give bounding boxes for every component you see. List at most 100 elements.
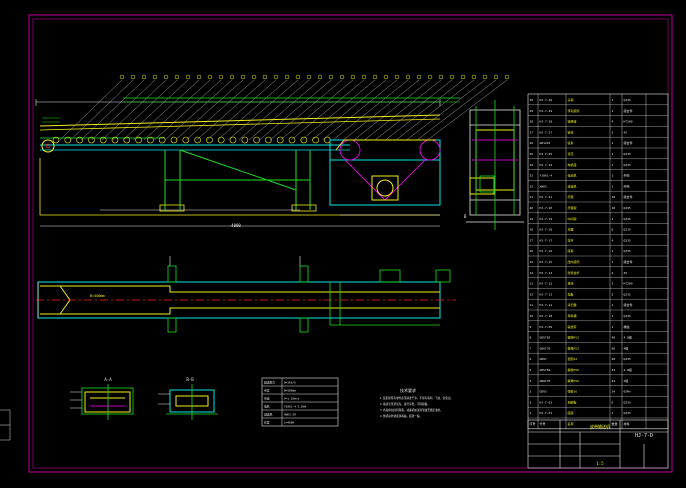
bom-cell: Q235	[624, 314, 631, 318]
spec-value: Y100L-4 2.2kW	[284, 405, 306, 409]
section-b-view: B-B	[158, 377, 218, 420]
bom-cell: HJ-7-10	[540, 314, 553, 318]
bom-cell: 组合件	[624, 140, 633, 145]
bom-header-cell: 序号	[530, 421, 536, 426]
bom-cell: 1	[530, 411, 532, 415]
spec-key: 减速机	[264, 413, 273, 417]
bom-cell: 24	[612, 368, 616, 372]
bom-cell: 1	[612, 109, 614, 113]
bom-cell: 6	[530, 357, 532, 361]
bom-cell: HJ-7-21	[540, 195, 553, 199]
bom-cell: 轴承座	[568, 119, 577, 124]
bom-cell: HJ-7-01	[540, 411, 553, 415]
bom-cell: HJ-7-25	[540, 152, 553, 156]
bom-cell: GB6170	[540, 379, 551, 383]
bom-cell: 18	[612, 206, 616, 210]
bom-cell: 1	[612, 325, 614, 329]
bom-cell: HJ-7-29	[540, 109, 553, 113]
tech-req-line: 2.输送带张紧适当，运行平稳，不得跑偏。	[380, 402, 430, 406]
bom-cell: 23	[530, 174, 534, 178]
bom-cell: 4级	[624, 345, 629, 350]
bom-cell: 1	[612, 163, 614, 167]
bom-cell: 电动机	[568, 173, 577, 178]
bom-cell: 24	[612, 379, 616, 383]
bom-cell: 导料槽	[568, 313, 577, 318]
bom-cell: 清扫器	[568, 302, 577, 307]
bom-cell: 17	[530, 238, 534, 242]
bom-cell: 28	[530, 120, 534, 124]
bom-cell: 6	[612, 400, 614, 404]
bom-cell: 中间架	[568, 216, 577, 221]
bom-cell: HJ-7-24	[540, 163, 553, 167]
bom-cell: 1	[612, 314, 614, 318]
bom-cell: 12	[530, 292, 534, 296]
bom-cell: Q235	[624, 249, 631, 253]
bom-cell: 24	[530, 163, 534, 167]
bom-cell: 4级	[624, 378, 629, 383]
bom-cell: 尾架	[568, 248, 574, 253]
spec-value: XWD3-29	[284, 413, 296, 417]
bom-cell: XWD3	[540, 184, 547, 188]
bom-cell: Q235	[624, 206, 631, 210]
bom-cell: 13	[530, 282, 534, 286]
section-b-label: B-B	[186, 377, 194, 382]
bom-cell: 45	[624, 271, 628, 275]
bom-cell: HJ-7-30	[540, 98, 553, 102]
bom-cell: HJ-7-20	[540, 206, 553, 210]
tech-req-line: 4.整机涂防锈底漆两遍，面漆一遍。	[380, 414, 422, 418]
spec-value: Q=20t/h	[284, 381, 296, 385]
tech-req-title: 技术要求	[400, 387, 416, 393]
bom-header-cell: 材料	[624, 421, 630, 426]
bom-cell: 7	[530, 346, 532, 350]
bom-cell: 45	[624, 130, 628, 134]
bom-cell: Q235	[624, 292, 631, 296]
bom-cell: 拉杆	[568, 237, 574, 242]
bom-cell: 6	[612, 228, 614, 232]
bom-cell: HJ-7-19	[540, 217, 553, 221]
bom-cell: 组合件	[624, 194, 633, 199]
end-view-label: B	[464, 214, 467, 219]
bom-cell: 21	[530, 195, 534, 199]
bom-cell: 张紧丝杆	[568, 270, 580, 275]
bom-cell: HJ-7-17	[540, 238, 553, 242]
bom-cell: 8	[530, 336, 532, 340]
bom-cell: 2	[612, 271, 614, 275]
bom-cell: 3	[530, 390, 532, 394]
bom-cell: Q235	[624, 400, 631, 404]
bom-cell: 4	[612, 238, 614, 242]
bom-cell: 11	[530, 303, 534, 307]
idler-rollers	[52, 136, 331, 144]
tech-req-line: 1.装配前所有零件必须清洗干净，不得有毛刺、飞边、氧化皮。	[380, 396, 453, 400]
bom-cell: HJ-7-11	[540, 303, 553, 307]
bom-cell: 组合件	[624, 259, 633, 264]
bom-cell: 传动滚筒	[568, 108, 580, 113]
bom-cell: 2	[530, 400, 532, 404]
spec-key: 输送能力	[264, 381, 275, 385]
bom-cell: 19	[530, 217, 534, 221]
bom-cell: 1	[612, 98, 614, 102]
drawing-title: 皮带输送机	[590, 423, 610, 429]
bom-header-cell: 名称	[568, 421, 574, 426]
title-block: HJ-7-D 皮带输送机 1:5	[527, 419, 669, 469]
bom-cell: 橡胶	[624, 324, 630, 329]
bom-cell: 1	[612, 249, 614, 253]
bom-cell: GB93	[540, 390, 547, 394]
bom-cell: 26	[530, 141, 534, 145]
bom-header-cell: 数量	[612, 421, 618, 426]
bom-cell: 29	[530, 109, 534, 113]
bom-cell: GB5782	[540, 336, 551, 340]
bom-cell: 挡板	[568, 291, 574, 296]
bom-cell: 改向滚筒	[568, 259, 580, 264]
spec-key: 带宽	[264, 389, 270, 393]
part-balloons	[59, 74, 510, 141]
tech-req-line: 3.各轴承加注润滑脂，减速机加注润滑油至规定油位。	[380, 408, 443, 412]
overall-length-dimension: 4000	[231, 223, 241, 228]
bom-cell: 25	[530, 152, 534, 156]
bom-cell: 组合件	[624, 108, 633, 113]
bom-cell: 地脚板	[568, 399, 577, 404]
bom-cell: 2	[612, 130, 614, 134]
bom-cell: 5	[530, 368, 532, 372]
bom-cell: 2	[612, 292, 614, 296]
